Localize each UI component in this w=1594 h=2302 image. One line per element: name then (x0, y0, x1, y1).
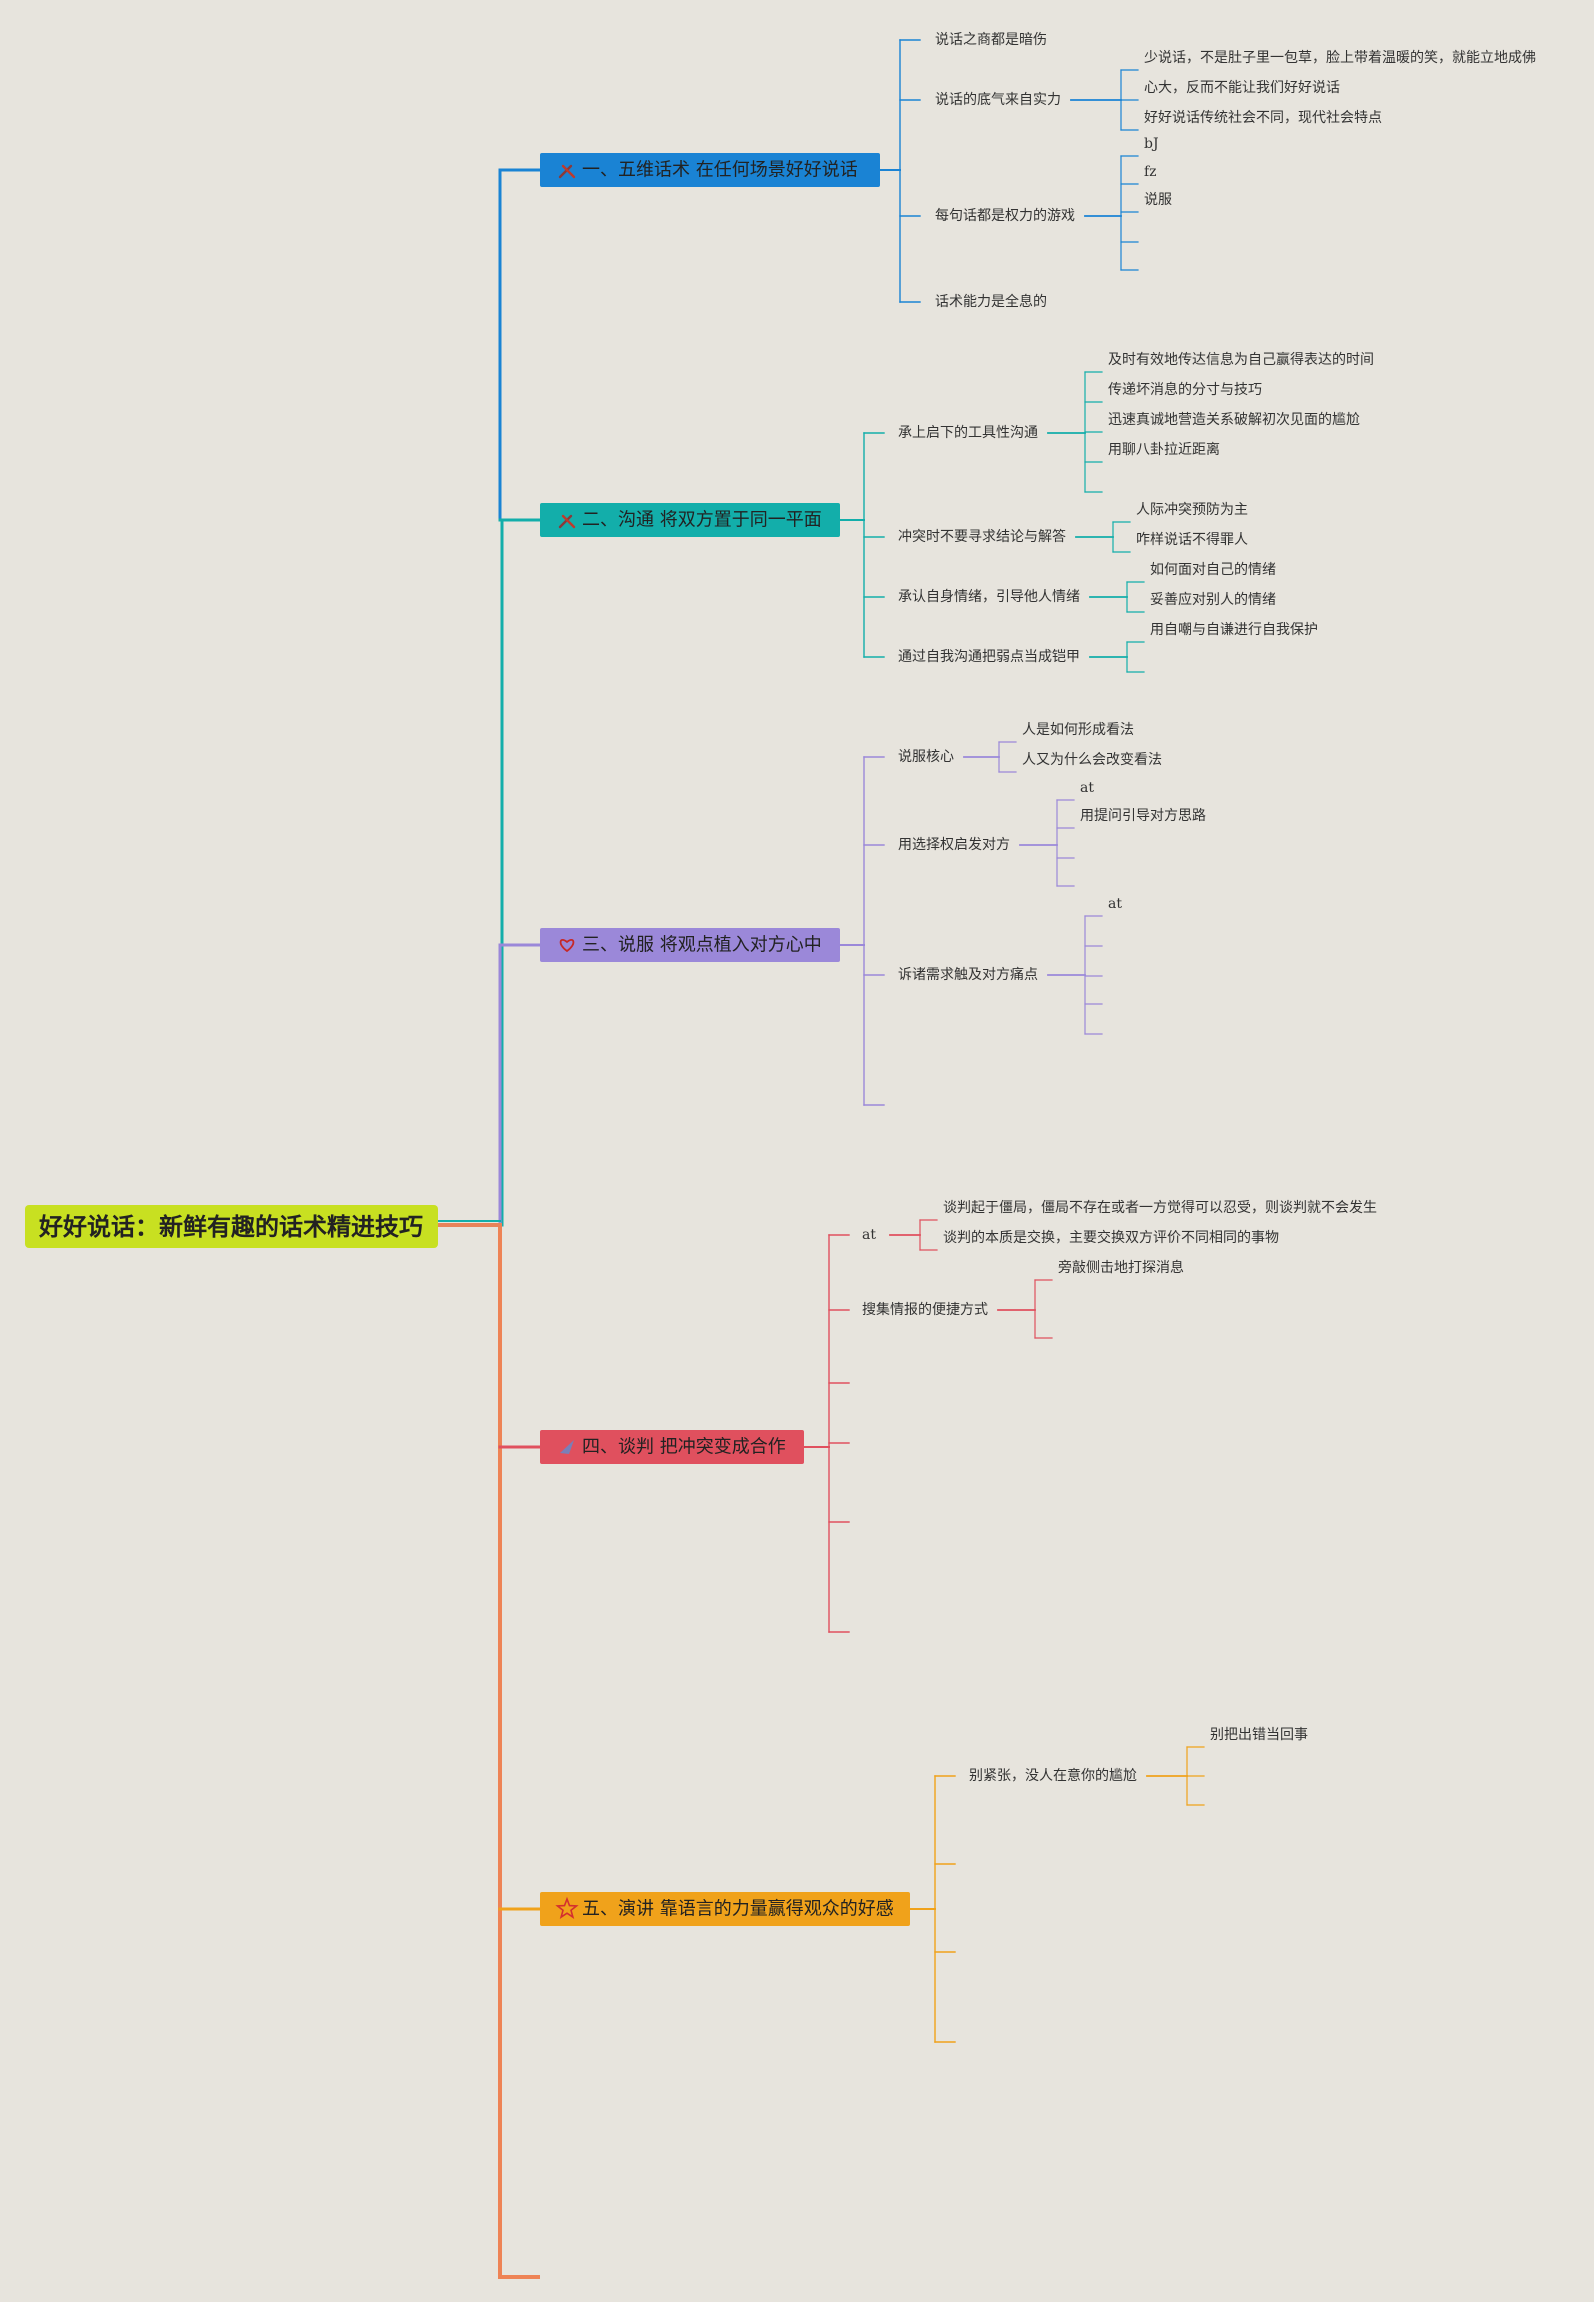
leaf-label: at (1080, 780, 1094, 796)
pen-icon (560, 1440, 574, 1454)
branch-label: 通过自我沟通把弱点当成铠甲 (898, 649, 1080, 665)
branch-label: 承认自身情绪，引导他人情绪 (898, 589, 1080, 605)
branch-label: 诉诸需求触及对方痛点 (898, 966, 1038, 983)
branch-label: 承上启下的工具性沟通 (898, 425, 1038, 441)
leaf-label: 谈判起于僵局，僵局不存在或者一方觉得可以忍受，则谈判就不会发生 (943, 1199, 1377, 1216)
section-node[interactable]: 四、谈判 把冲突变成合作 (540, 1430, 804, 1464)
leaf-label: at (1108, 896, 1122, 912)
leaf-label: 别把出错当回事 (1210, 1727, 1308, 1743)
leaf-label: 咋样说话不得罪人 (1136, 531, 1248, 548)
leaf-label: 少说话，不是肚子里一包草，脸上带着温暖的笑，就能立地成佛 (1144, 50, 1536, 66)
section-title: 三、说服 将观点植入对方心中 (582, 935, 822, 956)
branch-label: 说话的底气来自实力 (935, 92, 1061, 108)
leaf-label: 用聊八卦拉近距离 (1108, 441, 1220, 458)
section-box (540, 928, 840, 962)
root-box (25, 1205, 438, 1248)
root-title: 好好说话：新鲜有趣的话术精进技巧 (38, 1213, 423, 1241)
leaf-label: 人又为什么会改变看法 (1022, 752, 1162, 768)
branch-label: at (862, 1227, 876, 1243)
branch-label: 用选择权启发对方 (898, 837, 1010, 853)
section-box (540, 153, 880, 187)
leaf-label: 旁敲侧击地打探消息 (1058, 1259, 1184, 1276)
branch-label: 每句话都是权力的游戏 (935, 208, 1075, 224)
leaf-label: 迅速真诚地营造关系破解初次见面的尴尬 (1108, 411, 1360, 428)
root-node[interactable]: 好好说话：新鲜有趣的话术精进技巧 (25, 1205, 438, 1248)
leaf-label: 说服 (1144, 192, 1172, 208)
leaf-label: 好好说话传统社会不同，现代社会特点 (1144, 110, 1382, 126)
leaf-label: 如何面对自己的情绪 (1150, 562, 1276, 578)
branch-label: 冲突时不要寻求结论与解答 (898, 528, 1066, 545)
branch-label: 别紧张，没人在意你的尴尬 (969, 1767, 1137, 1784)
section-node[interactable]: 一、五维话术 在任何场景好好说话 (540, 153, 880, 187)
leaf-label: fz (1144, 164, 1157, 180)
branch-label: 说服核心 (898, 749, 954, 765)
star-icon (555, 1896, 579, 1919)
branch-label: 话术能力是全息的 (935, 293, 1047, 310)
section-title: 一、五维话术 在任何场景好好说话 (582, 160, 858, 181)
section-node[interactable]: 二、沟通 将双方置于同一平面 (540, 503, 840, 537)
leaf-label: 谈判的本质是交换，主要交换双方评价不同相同的事物 (943, 1229, 1279, 1246)
section-box (540, 1430, 804, 1464)
section-box (540, 503, 840, 537)
tools-icon (558, 164, 576, 179)
leaf-label: 人际冲突预防为主 (1136, 502, 1248, 518)
branch-label: 搜集情报的便捷方式 (862, 1301, 988, 1318)
leaf-label: 及时有效地传达信息为自己赢得表达的时间 (1108, 351, 1374, 368)
leaf-label: 用自嘲与自谦进行自我保护 (1150, 622, 1318, 638)
section-title: 四、谈判 把冲突变成合作 (582, 1437, 786, 1458)
section-title: 五、演讲 靠语言的力量赢得观众的好感 (582, 1898, 894, 1920)
leaf-label: 人是如何形成看法 (1022, 722, 1134, 738)
branch-label: 说话之商都是暗伤 (935, 32, 1047, 48)
leaf-label: 妥善应对别人的情绪 (1150, 591, 1276, 608)
leaf-label: 用提问引导对方思路 (1080, 808, 1206, 824)
section-node[interactable]: 三、说服 将观点植入对方心中 (540, 928, 840, 962)
tools-icon (558, 514, 576, 529)
section-node[interactable]: 五、演讲 靠语言的力量赢得观众的好感 (540, 1892, 910, 1926)
leaf-label: bJ (1144, 136, 1159, 152)
section-title: 二、沟通 将双方置于同一平面 (582, 510, 822, 531)
heart-icon (559, 939, 575, 953)
section-box (540, 1892, 910, 1926)
leaf-label: 传递坏消息的分寸与技巧 (1108, 381, 1262, 398)
leaf-label: 心大，反而不能让我们好好说话 (1144, 80, 1340, 96)
